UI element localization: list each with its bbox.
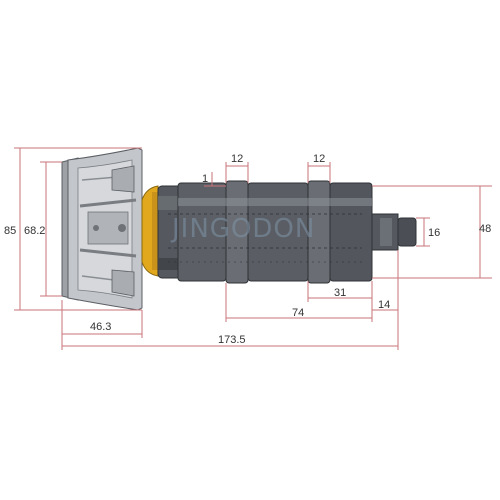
roller-body: [157, 180, 373, 284]
watermark-text: JINGODON: [170, 214, 315, 244]
dim-step-small: 1: [202, 173, 208, 185]
dim-body-length: 74: [292, 307, 304, 319]
dim-ring-width-left: 12: [231, 153, 243, 165]
dim-overall-height: 85: [4, 225, 16, 237]
dim-body-diameter: 48: [479, 223, 491, 235]
funnel-housing: [61, 147, 143, 311]
dimension-lines: [14, 147, 492, 350]
dim-shaft-length: 14: [378, 299, 390, 311]
bearing: [141, 185, 160, 277]
dim-housing-inner-height: 68.2: [24, 225, 45, 237]
dim-shaft-diameter: 16: [428, 227, 440, 239]
dim-housing-depth: 46.3: [90, 321, 111, 333]
dim-ring-width-right: 12: [313, 153, 325, 165]
shaft: [371, 213, 417, 251]
dim-overall-length: 173.5: [218, 334, 246, 346]
dim-segment-length: 31: [334, 287, 346, 299]
